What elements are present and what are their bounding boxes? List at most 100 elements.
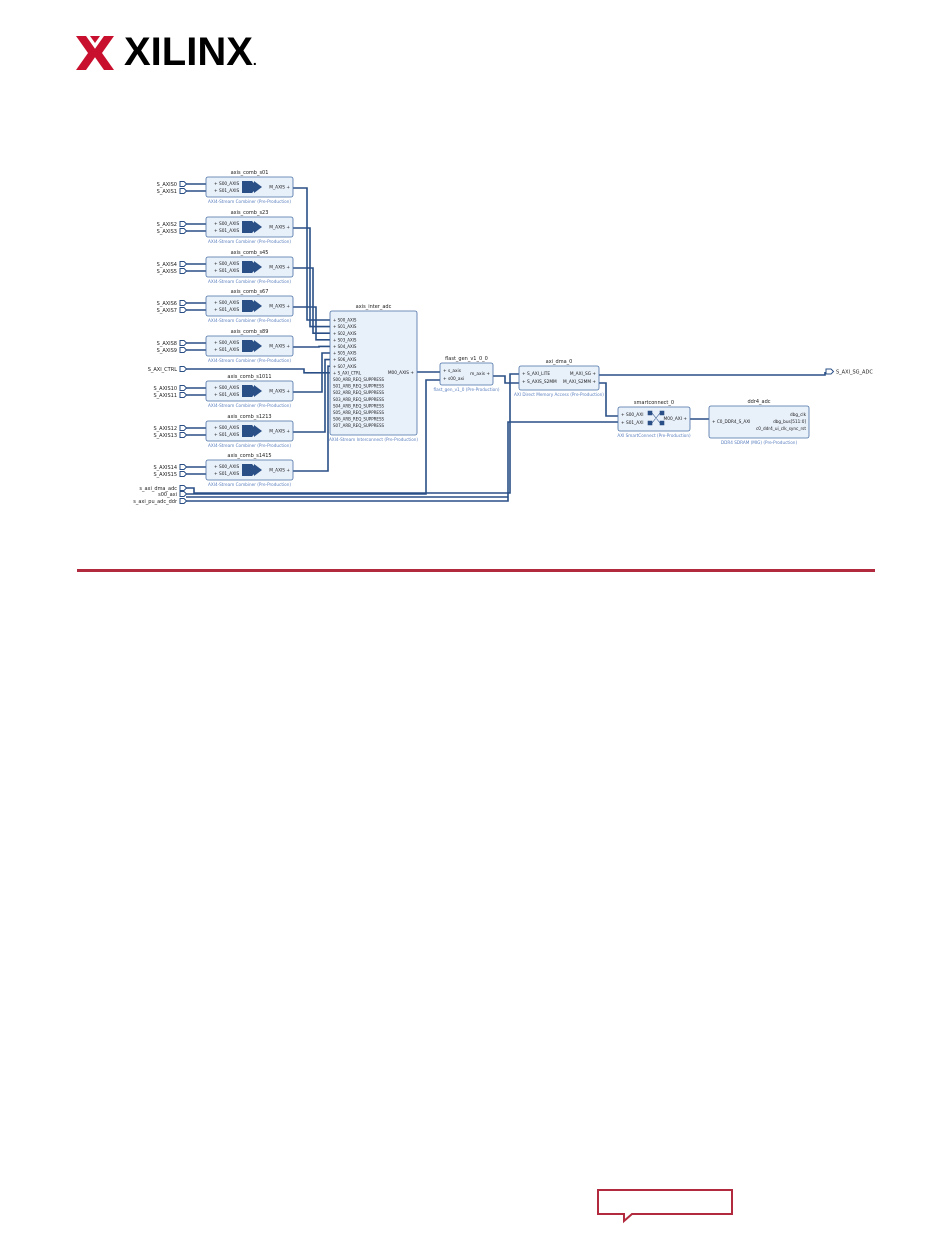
dma-port: + S_AXIS_S2MM [522,379,557,385]
combiner-subtitle: AXI4-Stream Combiner (Pre-Production) [208,482,291,487]
interconnect-subtitle: AXI4-Stream Interconnect (Pre-Production… [329,437,418,442]
external-port-label: S_AXI_CTRL [148,367,178,373]
ddr-title: ddr4_adc [747,399,770,405]
brand-name: XILINX [124,30,253,74]
xilinx-logo [76,36,114,70]
combiner-symbol-icon [242,340,262,352]
combiner-port-s00: + S00_AXIS [214,300,239,306]
combiner-port-s01: + S01_AXIS [214,188,239,194]
combiner-title: axis_comb_s23 [231,210,269,216]
external-port-label: S_AXIS11 [153,393,177,399]
ctrl-wire [186,368,330,374]
combiner-subtitle: AXI4-Stream Combiner (Pre-Production) [208,358,291,363]
ddr-block [708,405,810,439]
dma-sg-wire [599,372,826,376]
interconnect-port: S06_ARB_REQ_SUPPRESS [333,417,384,422]
wires [186,183,826,502]
external-port-label: S_AXIS6 [157,301,177,307]
smartconnect-subtitle: AXI SmartConnect (Pre-Production) [617,433,691,438]
section-divider [77,569,875,572]
interconnect-port: S04_ARB_REQ_SUPPRESS [333,403,384,408]
combiner-symbol-icon [242,181,262,193]
external-port-label: S_AXIS12 [153,426,177,432]
external-port-label-marker [179,307,188,313]
combiner-to-interconnect-wire [293,267,330,335]
combiner-to-interconnect-wire [293,365,330,472]
combiner-port-s00: + S00_AXIS [214,261,239,267]
flast-block [439,362,494,386]
smartconnect-block [617,406,691,432]
interconnect-port: + S01_AXIS [333,324,357,329]
external-port-label-marker [179,491,188,497]
xilinx-logo-mark-icon [76,36,114,70]
external-port-label-marker [179,498,188,504]
combiner-title: axis_comb_s1415 [227,453,271,459]
output-port-marker [825,368,835,375]
combiner-title: axis_comb_s89 [231,329,269,335]
external-port-label-marker [179,347,188,353]
external-port-label: s_axi_pu_adc_ddr [133,499,178,505]
external-port-label-marker [179,464,188,470]
combiner-to-interconnect-wire [293,345,330,348]
combiner-to-interconnect-wire [293,187,330,321]
ddr-out-port: dbg_bus[511:0] [773,419,806,424]
external-port-label: S_AXIS9 [157,348,177,354]
brand-dot: . [252,52,257,68]
combiner-symbol-icon [242,261,262,273]
combiner-port-m: M_AXIS + [269,185,290,191]
flast-port: + s_axis [443,368,462,374]
external-port-label-marker [179,485,188,491]
external-port-label-marker [179,385,188,391]
combiner-subtitle: AXI4-Stream Combiner (Pre-Production) [208,403,291,408]
output-port-label: S_AXI_SG_ADC [836,370,873,376]
interconnect-port: S03_ARB_REQ_SUPPRESS [333,397,384,402]
combiner-title: axis_comb_s1011 [227,374,271,380]
interconnect-port: S07_ARB_REQ_SUPPRESS [333,423,384,428]
combiner-port-s00: + S00_AXIS [214,340,239,346]
combiner-title: axis_comb_s67 [231,289,269,295]
interconnect-port: + S07_AXIS [333,364,357,369]
combiner-port-s01: + S01_AXIS [214,471,239,477]
external-port-label-marker [179,181,188,187]
dma-lite-wire [186,373,519,494]
external-port-label: S_AXIS15 [153,472,177,478]
combiner-port-m: M_AXIS + [269,468,290,474]
external-port-label: S_AXIS10 [153,386,177,392]
external-port-label-marker [179,425,188,431]
external-port-label: S_AXIS14 [153,465,177,471]
flast-title: flast_gen_v1_0_0 [445,356,488,362]
interconnect-block [329,310,418,436]
external-port-label-marker [179,471,188,477]
combiner-to-interconnect-wire [293,358,330,433]
feedback-tab[interactable] [596,1188,736,1224]
combiner-port-s01: + S01_AXIS [214,307,239,313]
combiner-symbol-icon [242,221,262,233]
combiner-subtitle: AXI4-Stream Combiner (Pre-Production) [208,443,291,448]
external-port-label-marker [179,340,188,346]
smartconnect-out-port: M00_AXI + [664,416,688,422]
flast-subtitle: flast_gen_v1_0 (Pre-Production) [433,387,499,392]
dma-s2mm-to-smartconnect-wire [599,382,618,417]
combiner-port-s01: + S01_AXIS [214,347,239,353]
external-port-label: S_AXIS8 [157,341,177,347]
combiner-subtitle: AXI4-Stream Combiner (Pre-Production) [208,239,291,244]
combiner-subtitle: AXI4-Stream Combiner (Pre-Production) [208,279,291,284]
interconnect-out-port: M00_AXIS + [388,370,415,376]
interconnect-port: + S06_AXIS [333,357,357,362]
external-ports: S_AXIS0S_AXIS1S_AXIS2S_AXIS3S_AXIS4S_AXI… [133,181,873,505]
interconnect-title: axis_inter_adc [356,304,392,310]
ddr-out-port: dbg_clk [790,412,807,417]
combiner-port-m: M_AXIS + [269,265,290,271]
external-port-label: S_AXIS13 [153,433,177,439]
external-port-label-marker [179,268,188,274]
smartconnect-title: smartconnect_0 [634,400,674,406]
external-port-label: s00_axi [158,492,177,498]
external-port-label: S_AXIS7 [157,308,177,314]
external-port-label: S_AXIS5 [157,269,177,275]
external-port-label-marker [179,432,188,438]
combiner-port-s00: + S00_AXIS [214,425,239,431]
dma-port: + S_AXI_LITE [522,371,550,377]
combiner-title: axis_comb_s01 [231,170,269,176]
external-port-label: S_AXIS2 [157,222,177,228]
external-port-label-marker [179,228,188,234]
